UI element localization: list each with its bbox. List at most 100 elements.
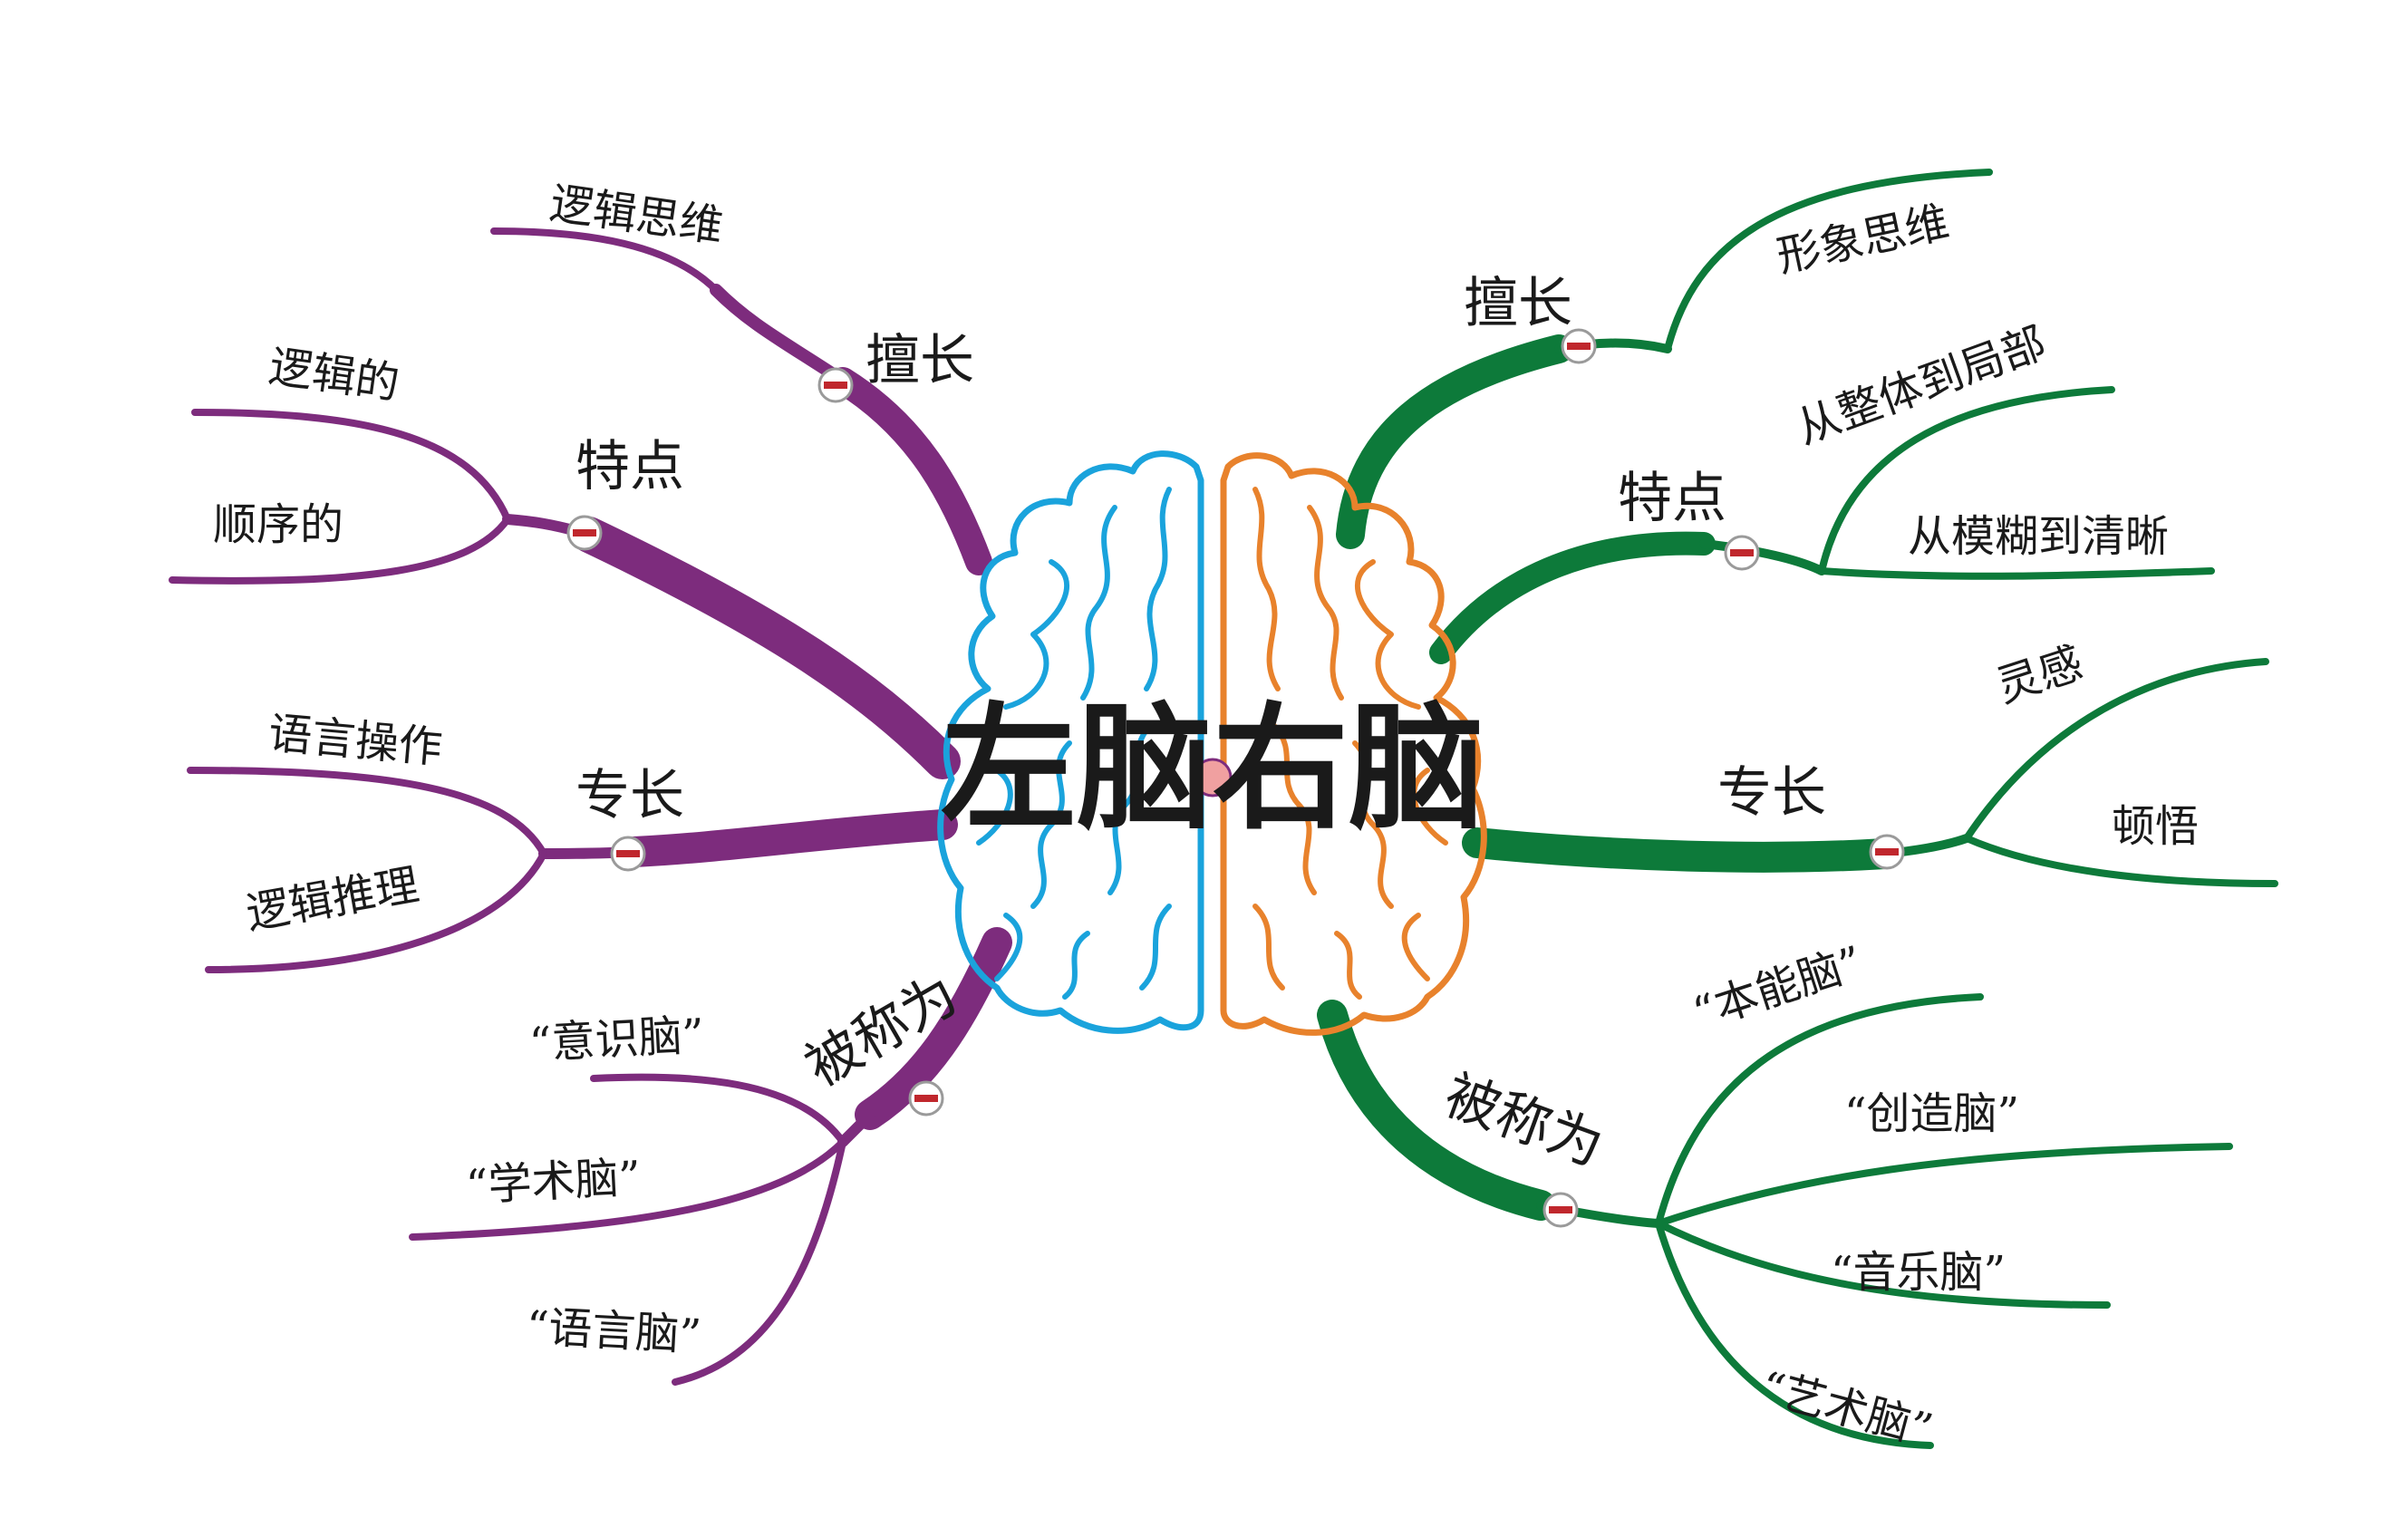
left-called-trunk [855, 927, 1012, 1130]
left-branch-specialty [187, 767, 958, 973]
right-fold [1271, 722, 1317, 895]
right-traits-twig-1 [1818, 386, 2115, 575]
right-hemisphere-folds [1252, 487, 1448, 1000]
left-specialty-item: 逻辑推理 [242, 859, 422, 939]
minus-icon [1875, 848, 1899, 856]
left-fold [994, 913, 1023, 981]
right-category-labels: 擅长 特点 专长 被称为 [1436, 272, 1826, 1179]
left-called-twig-1 [590, 1073, 846, 1146]
right-hemisphere-outline [1220, 452, 1487, 1036]
right-fold [1352, 740, 1394, 909]
right-called-item: “音乐脑” [1831, 1247, 2006, 1298]
right-called-trunk [1317, 1000, 1556, 1221]
left-strength-collapse-button[interactable] [817, 367, 854, 403]
left-strength-item: 逻辑思维 [546, 178, 726, 252]
left-specialty-trunk [619, 809, 958, 867]
left-specialty-label: 专长 [575, 764, 684, 827]
right-branch-traits [1429, 386, 2215, 664]
right-fold [1401, 913, 1430, 981]
right-strength-item: 形象思维 [1773, 197, 1953, 283]
left-called-label: 被称为 [796, 962, 969, 1099]
right-specialty-item: 顿悟 [2112, 801, 2199, 852]
left-strength-label: 擅长 [866, 329, 974, 392]
minus-icon [1730, 549, 1754, 556]
left-strength-stem [710, 284, 849, 387]
left-branch-traits [169, 409, 961, 779]
left-fold [976, 768, 1013, 846]
right-traits-trunk [1429, 531, 1716, 664]
right-called-collapse-button[interactable] [1542, 1192, 1579, 1228]
left-branch-strength [490, 227, 992, 575]
right-strength-twig-1 [1664, 169, 1993, 353]
minus-icon [616, 850, 640, 857]
right-fold [1252, 487, 1281, 691]
right-strength-trunk [1336, 334, 1573, 549]
left-fold [1107, 722, 1154, 895]
left-branches [169, 227, 1012, 1386]
left-specialty-collapse-button[interactable] [610, 836, 646, 872]
left-fold [1139, 904, 1172, 991]
right-branches [1317, 169, 2278, 1449]
left-fold [1080, 505, 1117, 701]
left-traits-label: 特点 [575, 435, 684, 498]
left-specialty-twig-2 [205, 850, 547, 973]
left-traits-item: 顺序的 [213, 499, 343, 550]
collapse-buttons [566, 328, 1905, 1228]
left-specialty-item: 语言操作 [266, 708, 444, 774]
left-strength-trunk [829, 367, 992, 575]
right-traits-label: 特点 [1618, 467, 1726, 530]
left-fold [1003, 559, 1070, 710]
right-strength-label: 擅长 [1464, 272, 1572, 335]
minus-icon [1567, 343, 1591, 350]
right-branch-called [1317, 993, 2233, 1449]
minus-icon [914, 1095, 938, 1102]
left-hemisphere-folds [976, 487, 1172, 1000]
right-traits-collapse-button[interactable] [1724, 535, 1760, 571]
left-strength-twig-1 [490, 227, 720, 294]
right-specialty-twig-2 [1963, 835, 2278, 887]
right-called-twig-2 [1655, 1143, 2233, 1227]
right-specialty-collapse-button[interactable] [1869, 834, 1905, 870]
left-called-twig-3 [672, 1138, 846, 1386]
left-called-twig-2 [409, 1138, 846, 1241]
left-called-item: “学术脑” [465, 1152, 643, 1212]
brain-illustration [937, 450, 1487, 1036]
right-specialty-label: 专长 [1717, 761, 1826, 825]
left-called-collapse-button[interactable] [908, 1080, 944, 1116]
right-fold [1252, 904, 1285, 991]
right-called-item: “艺术脑” [1755, 1361, 1938, 1455]
right-branch-specialty [1462, 658, 2278, 887]
right-strength-collapse-button[interactable] [1561, 328, 1597, 364]
right-specialty-item: 灵感 [1990, 637, 2089, 712]
left-traits-item: 逻辑的 [266, 341, 401, 409]
right-called-twig-1 [1655, 993, 1984, 1227]
left-traits-trunk [571, 517, 961, 779]
right-fold [1307, 505, 1344, 701]
left-traits-twig-1 [191, 409, 511, 523]
left-fold [1062, 931, 1090, 1000]
right-specialty-twig-1 [1963, 658, 2269, 842]
left-fold [1144, 487, 1172, 691]
right-called-twig-4 [1655, 1220, 1934, 1449]
left-called-item: “意识脑” [528, 1010, 706, 1069]
right-fold [1411, 768, 1448, 846]
left-fold [1030, 740, 1072, 909]
right-called-item: “创造脑” [1844, 1088, 2019, 1139]
right-traits-item: 从模糊到清晰 [1908, 511, 2169, 562]
minus-icon [1549, 1206, 1572, 1213]
minus-icon [824, 382, 847, 389]
left-branch-called [409, 927, 1012, 1386]
right-traits-stem [1699, 539, 1826, 575]
left-traits-twig-2 [169, 516, 511, 585]
right-specialty-trunk [1462, 827, 1900, 873]
center-node-dot [1193, 758, 1233, 798]
right-traits-twig-2 [1818, 567, 2215, 580]
minus-icon [573, 529, 596, 536]
central-topic-title: 左脑右脑 [941, 691, 1484, 848]
right-called-twig-3 [1655, 1220, 2111, 1309]
left-specialty-twig-1 [187, 767, 547, 857]
right-fold [1334, 931, 1362, 1000]
left-called-item: “语言脑” [525, 1301, 702, 1361]
left-traits-collapse-button[interactable] [566, 515, 603, 551]
